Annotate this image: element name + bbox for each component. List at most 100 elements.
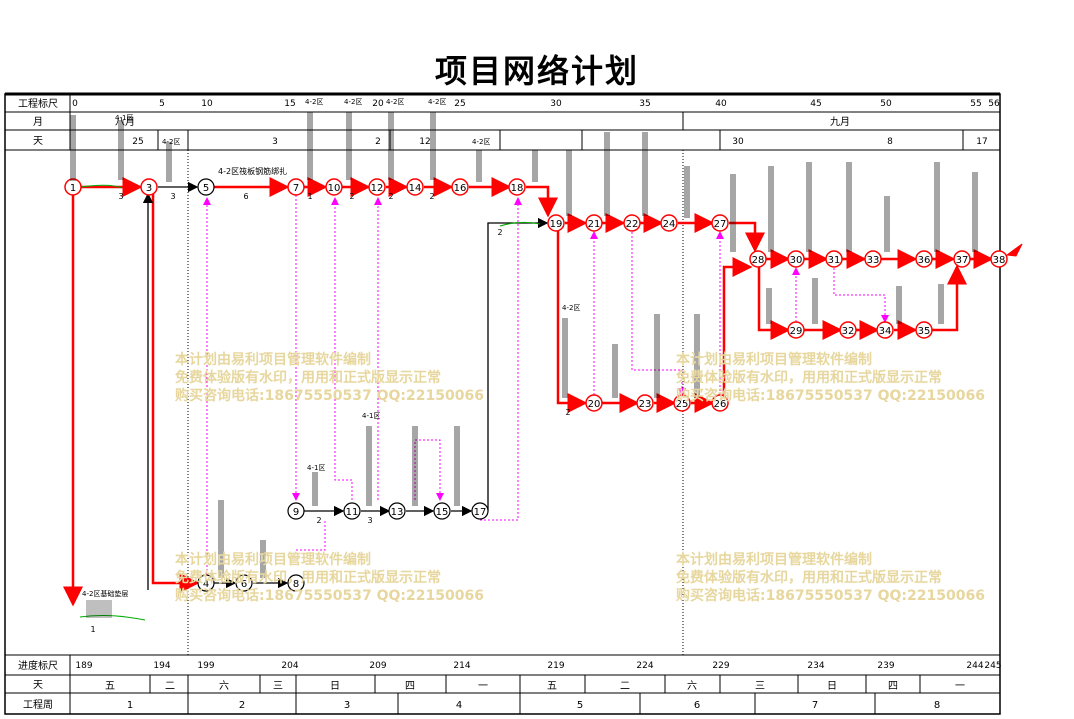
watermark-line: 免费体验版有水印，用用和正式版显示正常 [175,370,441,386]
month-label: 月 [33,116,43,128]
node-label: 38 [993,255,1006,266]
top-day-cell: 25 [132,137,143,147]
network-node[interactable]: 23 [636,394,654,412]
top-day-cell: 8 [887,137,893,147]
network-node[interactable]: 38 [990,250,1008,268]
network-node[interactable]: 37 [953,250,971,268]
node-label: 13 [391,507,404,518]
node-label: 16 [454,183,467,194]
activity-label: 4-2区 [386,98,404,106]
top-day-cell: 30 [732,137,744,147]
node-label: 8 [293,579,299,590]
watermark-line: 购买咨询电话:18675550537 QQ:22150066 [175,588,484,604]
watermark-line: 免费体验版有水印，用用和正式版显示正常 [175,570,441,586]
top-scale-tick: 10 [201,99,213,109]
activity-label: 4-2区 [344,98,362,106]
top-scale-tick: 30 [550,99,562,109]
network-node[interactable]: 24 [660,214,678,232]
node-label: 4 [203,579,209,590]
top-scale-tick: 40 [715,99,727,109]
network-node[interactable]: 16 [451,178,469,196]
bottom-scale-label: 进度标尺 [18,659,58,672]
network-node[interactable]: 3 [140,178,158,196]
activity-label: 4-2区筏板钢筋绑扎 [218,166,287,176]
activity-duration: 3 [170,192,175,201]
node-label: 20 [588,399,601,410]
network-node[interactable]: 27 [711,214,729,232]
node-label: 3 [146,183,152,194]
network-node[interactable]: 8 [287,574,305,592]
weekday-cell: 六 [687,680,697,692]
network-node[interactable]: 10 [325,178,343,196]
network-node[interactable]: 21 [585,214,603,232]
node-label: 10 [328,183,341,194]
network-node[interactable]: 32 [839,321,857,339]
weekday-cell: 四 [405,681,415,692]
network-node[interactable]: 13 [388,502,406,520]
bottom-scale-tick: 239 [877,661,894,671]
node-label: 24 [663,219,676,230]
week-cell: 7 [812,700,818,711]
top-scale-tick: 50 [880,99,892,109]
activity-duration: 2 [565,408,570,417]
network-node[interactable]: 19 [547,214,565,232]
network-node[interactable]: 6 [235,574,253,592]
weekday-cell: 一 [955,681,965,692]
network-node[interactable]: 14 [406,178,424,196]
node-label: 32 [842,326,855,337]
node-label: 1 [70,183,76,194]
network-node[interactable]: 4 [197,574,215,592]
network-node[interactable]: 20 [585,394,603,412]
network-node[interactable]: 9 [287,502,305,520]
network-node[interactable]: 33 [864,250,882,268]
node-label: 26 [714,399,727,410]
node-label: 11 [346,507,359,518]
node-label: 31 [828,255,841,266]
network-node[interactable]: 26 [711,394,729,412]
network-node[interactable]: 18 [508,178,526,196]
month-cell: 八月 [115,116,135,128]
network-node[interactable]: 15 [433,502,451,520]
activity-duration: 2 [429,192,434,201]
network-node[interactable]: 7 [287,178,305,196]
network-node[interactable]: 29 [787,321,805,339]
top-scale-tick: 15 [284,99,295,109]
network-node[interactable]: 35 [915,321,933,339]
node-label: 17 [474,507,487,518]
network-node[interactable]: 30 [787,250,805,268]
activity-label: 4-2区基础垫层 [82,589,128,598]
activity-label: 4-2区 [162,138,180,146]
top-scale-tick: 5 [159,99,165,109]
top-day-cell: 3 [272,137,278,147]
node-label: 28 [752,255,765,266]
activity-duration: 1 [90,625,95,634]
network-node[interactable]: 5 [197,178,215,196]
weekday-cell: 二 [620,681,630,692]
activity-duration: 6 [243,192,248,201]
network-node[interactable]: 31 [825,250,843,268]
network-node[interactable]: 11 [343,502,361,520]
month-cell: 九月 [830,116,850,128]
network-node[interactable]: 28 [749,250,767,268]
activity-label: 4-1区 [115,114,133,122]
watermark-line: 购买咨询电话:18675550537 QQ:22150066 [676,588,985,604]
activity-label: 4-1区 [362,412,380,420]
network-node[interactable]: 1 [64,178,82,196]
network-node[interactable]: 34 [876,321,894,339]
weekday-cell: 三 [755,681,765,692]
network-node[interactable]: 12 [368,178,386,196]
network-node[interactable]: 25 [673,394,691,412]
watermark-line: 本计划由易利项目管理软件编制 [676,552,872,568]
network-node[interactable]: 36 [915,250,933,268]
node-label: 27 [714,219,727,230]
top-scale-tick: 25 [454,99,465,109]
network-node[interactable]: 22 [623,214,641,232]
weekday-cell: 五 [547,681,557,692]
bottom-scale-tick: 204 [281,661,298,671]
network-node[interactable]: 17 [471,502,489,520]
bottom-scale-tick: 199 [197,661,214,671]
node-label: 33 [867,255,880,266]
node-label: 36 [918,255,931,266]
node-label: 12 [371,183,384,194]
